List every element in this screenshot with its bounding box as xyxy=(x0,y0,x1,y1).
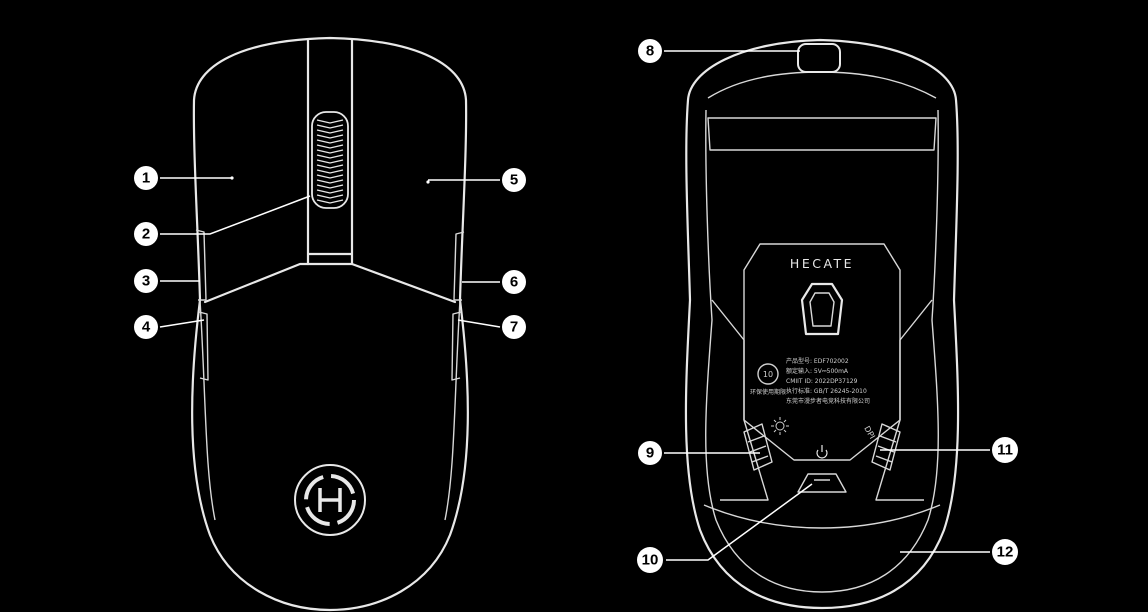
wheel-ridge xyxy=(316,144,344,149)
spec-text-block: 产品型号: EDF702002 额定输入: 5V⎓500mA CMIIT ID:… xyxy=(786,357,870,405)
side-panel-right xyxy=(875,299,933,501)
label-plate xyxy=(743,243,901,461)
skate-front xyxy=(707,117,937,151)
svg-text:CMIIT ID: 2022DP37129: CMIIT ID: 2022DP37129 xyxy=(786,378,858,385)
svg-text:7: 7 xyxy=(510,319,518,336)
eco-badge: 10 环保使用期限 xyxy=(750,363,786,396)
wheel-ridge xyxy=(316,169,344,174)
bottom-view-inner-rim xyxy=(705,109,939,593)
dpi-button xyxy=(871,423,901,471)
top-view-body-outline xyxy=(191,36,469,612)
sensor-window xyxy=(800,282,844,336)
callout-11: 11 xyxy=(992,437,1018,463)
svg-text:5: 5 xyxy=(510,172,518,189)
callout-3: 3 xyxy=(134,269,158,293)
side-button-front-right xyxy=(453,231,465,301)
svg-text:产品型号: EDF702002: 产品型号: EDF702002 xyxy=(786,357,849,365)
bottom-view-front-lip xyxy=(707,71,937,99)
wheel-ridge xyxy=(316,129,344,134)
svg-text:执行标准: GB/T 26245-2010: 执行标准: GB/T 26245-2010 xyxy=(786,387,867,395)
mouse-top-view xyxy=(191,36,469,612)
callout-8: 8 xyxy=(638,39,662,63)
top-view-center-channel xyxy=(306,38,354,266)
svg-text:3: 3 xyxy=(142,273,150,290)
callout-2: 2 xyxy=(134,222,158,246)
svg-text:东莞市漫步者电竞科技有限公司: 东莞市漫步者电竞科技有限公司 xyxy=(786,397,870,405)
brand-name: HECATE xyxy=(790,256,854,271)
right-button-point xyxy=(426,180,430,184)
leader-2 xyxy=(160,195,311,235)
scroll-wheel xyxy=(311,111,349,209)
skate-rear xyxy=(703,504,941,529)
svg-text:9: 9 xyxy=(646,445,654,462)
dpi-label: DPI xyxy=(862,425,876,441)
light-toggle-icon xyxy=(771,417,789,435)
side-button-front-left xyxy=(195,229,207,301)
brand-logo xyxy=(294,464,366,536)
callout-10: 10 xyxy=(637,547,663,573)
svg-text:额定输入: 5V⎓500mA: 额定输入: 5V⎓500mA xyxy=(786,367,849,375)
svg-text:4: 4 xyxy=(142,319,151,336)
top-view-button-seam-left xyxy=(203,262,457,304)
leader-7 xyxy=(457,319,501,328)
mouse-bottom-view: HECATE 10 环保使用期限 产品型号: EDF702002 额定输入: 5… xyxy=(684,38,960,610)
callout-6: 6 xyxy=(502,270,526,294)
svg-text:10: 10 xyxy=(642,552,659,569)
wheel-ridge xyxy=(316,159,344,164)
side-button-rear-right xyxy=(451,311,462,381)
leader-10 xyxy=(666,483,813,561)
wheel-ridge xyxy=(316,179,344,184)
svg-text:6: 6 xyxy=(510,274,518,291)
wheel-ridge xyxy=(316,124,344,129)
wheel-ridge xyxy=(316,119,344,124)
svg-text:8: 8 xyxy=(646,43,654,60)
callout-4: 4 xyxy=(134,315,158,339)
wheel-ridge xyxy=(316,174,344,179)
svg-text:11: 11 xyxy=(997,442,1013,459)
wheel-ridge xyxy=(316,134,344,139)
svg-text:10: 10 xyxy=(763,370,773,379)
callout-9: 9 xyxy=(638,441,662,465)
svg-text:12: 12 xyxy=(997,544,1014,561)
wheel-ridge xyxy=(316,194,344,199)
power-switch xyxy=(797,473,847,493)
callout-12: 12 xyxy=(992,539,1018,565)
svg-text:环保使用期限: 环保使用期限 xyxy=(750,388,786,396)
wheel-ridge xyxy=(316,139,344,144)
wheel-ridge xyxy=(316,199,344,204)
side-panel-left xyxy=(711,299,769,501)
bottom-view-body-outline xyxy=(684,38,960,610)
top-view-inner-right-edge xyxy=(444,299,461,521)
power-switch-icon xyxy=(816,445,828,459)
callout-5: 5 xyxy=(502,168,526,192)
leader-lines xyxy=(159,50,990,561)
wheel-ridge xyxy=(316,164,344,169)
wheel-ridge xyxy=(316,154,344,159)
wheel-ridge xyxy=(316,149,344,154)
side-button-rear-left xyxy=(198,311,209,381)
wheel-ridge xyxy=(316,184,344,189)
leader-4 xyxy=(159,319,205,328)
lighting-button xyxy=(743,423,773,471)
callout-7: 7 xyxy=(502,315,526,339)
wheel-ridge xyxy=(316,189,344,194)
charging-port xyxy=(797,43,841,73)
svg-text:1: 1 xyxy=(142,170,150,187)
callout-1: 1 xyxy=(134,166,158,190)
svg-text:2: 2 xyxy=(142,226,150,243)
top-view-inner-left-edge xyxy=(199,299,216,521)
